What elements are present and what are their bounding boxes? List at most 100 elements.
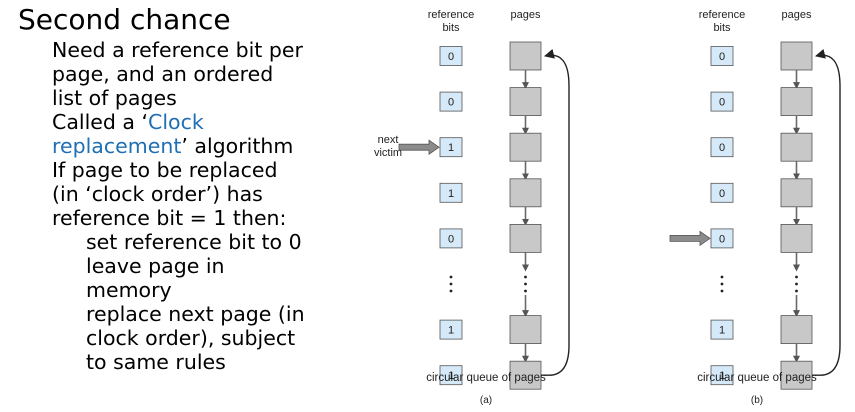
reference-bit	[439, 319, 463, 340]
pages-header: pages	[511, 9, 541, 21]
reference-bit-value: 0	[719, 188, 725, 200]
next-victim-label: victim	[374, 147, 402, 159]
reference-bit-value: 1	[448, 370, 454, 382]
reference-bit	[439, 137, 463, 158]
panel-caption: (b)	[751, 395, 763, 406]
page-frame	[509, 178, 542, 208]
page-frame	[509, 223, 542, 253]
reference-bits-header: reference	[699, 9, 745, 21]
line-text: reference bit = 1 then:	[52, 206, 287, 230]
page-frame	[509, 41, 542, 71]
page-frame	[509, 315, 542, 345]
body-line: to same rules	[0, 350, 350, 374]
ellipsis-dot	[524, 282, 527, 286]
ellipsis-dot	[795, 289, 798, 293]
page-frame	[780, 87, 813, 116]
slide-title: Second chance	[18, 3, 231, 36]
body-line: replace next page (in	[0, 302, 350, 326]
reference-bit-value: 1	[448, 325, 454, 337]
body-line: list of pages	[0, 86, 350, 110]
next-victim-label: next	[378, 134, 399, 146]
line-text: list of pages	[52, 86, 177, 110]
reference-bit-value: 1	[448, 188, 454, 200]
reference-bit-value: 0	[448, 97, 454, 109]
reference-bit	[710, 319, 734, 340]
circular-queue-label: circular queue of pages	[426, 372, 546, 384]
body-line: clock order), subject	[0, 326, 350, 350]
line-text: to same rules	[86, 350, 226, 374]
reference-bit-value: 0	[719, 97, 725, 109]
page-frame	[780, 223, 813, 253]
pages-header: pages	[782, 9, 812, 21]
reference-bit	[710, 182, 734, 203]
body-line: set reference bit to 0	[0, 230, 350, 254]
body-line: If page to be replaced	[0, 158, 350, 182]
highlighted-term: replacement	[52, 134, 182, 158]
circular-queue-loop	[812, 48, 841, 376]
reference-bit-value: 0	[719, 142, 725, 154]
body-line: replacement’ algorithm	[0, 134, 350, 158]
reference-bit	[710, 137, 734, 158]
reference-bits-header: reference	[428, 9, 474, 21]
ellipsis-dot	[720, 282, 724, 286]
reference-bit	[439, 365, 463, 386]
reference-bit	[439, 91, 463, 112]
page-frame	[780, 41, 813, 71]
body-line: leave page in	[0, 254, 350, 278]
ellipsis-dot	[449, 275, 453, 279]
reference-bit-value: 1	[448, 142, 454, 154]
reference-bit	[439, 182, 463, 203]
page-frame	[780, 315, 813, 345]
line-text: If page to be replaced	[52, 158, 278, 182]
highlighted-term: Clock	[148, 110, 204, 134]
reference-bit	[710, 91, 734, 112]
circular-queue-label: circular queue of pages	[697, 372, 817, 384]
ellipsis-dot	[524, 275, 527, 279]
reference-bit	[710, 365, 734, 386]
line-text: replace next page (in	[86, 302, 305, 326]
reference-bit	[710, 228, 734, 249]
line-text: ’ algorithm	[181, 134, 294, 158]
line-text: Need a reference bit per	[52, 38, 303, 62]
reference-bit	[710, 46, 734, 66]
line-text: memory	[86, 278, 172, 302]
page-frame	[509, 360, 542, 390]
body-line: Need a reference bit per	[0, 38, 350, 62]
ellipsis-dot	[795, 275, 798, 279]
page-frame	[780, 360, 813, 390]
reference-bits-header: bits	[442, 22, 460, 34]
body-line: memory	[0, 278, 350, 302]
panel-caption: (a)	[480, 395, 492, 406]
line-text: Called a ‘	[52, 110, 149, 134]
reference-bit-value: 1	[719, 370, 725, 382]
clock-hand-arrow	[398, 139, 440, 155]
reference-bit	[439, 228, 463, 249]
body-line: reference bit = 1 then:	[0, 206, 350, 230]
page-frame	[509, 87, 542, 116]
circular-queue-loop	[541, 48, 570, 376]
page-frame	[780, 178, 813, 208]
page-frame	[780, 132, 813, 162]
body-line: (in ‘clock order’) has	[0, 182, 350, 206]
line-text: page, and an ordered	[52, 62, 274, 86]
reference-bit-value: 0	[448, 233, 454, 245]
reference-bit-value: 0	[719, 51, 725, 63]
reference-bit-value: 0	[448, 51, 454, 63]
ellipsis-dot	[449, 282, 453, 286]
reference-bit-value: 1	[719, 325, 725, 337]
reference-bit	[439, 46, 463, 66]
line-text: clock order), subject	[86, 326, 296, 350]
body-line: page, and an ordered	[0, 62, 350, 86]
reference-bit-value: 0	[719, 233, 725, 245]
ellipsis-dot	[524, 289, 527, 293]
body-line: Called a ‘Clock	[0, 110, 350, 134]
page-frame	[509, 132, 542, 162]
line-text: leave page in	[86, 254, 225, 278]
ellipsis-dot	[720, 275, 724, 279]
reference-bits-header: bits	[713, 22, 731, 34]
line-text: set reference bit to 0	[86, 230, 302, 254]
